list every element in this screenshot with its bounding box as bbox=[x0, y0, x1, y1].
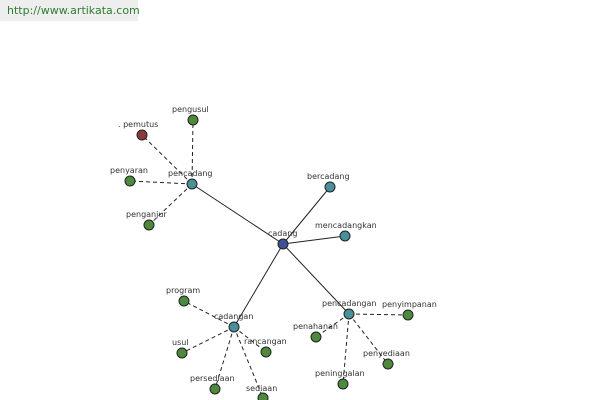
node-circle-peninggalan[interactable] bbox=[337, 378, 349, 390]
edge-cadang-cadangan bbox=[233, 243, 284, 328]
node-label-penganjur: penganjur bbox=[126, 210, 167, 219]
node-label-usul: usul bbox=[172, 338, 189, 347]
edge-cadang-mencadangkan bbox=[282, 235, 346, 245]
url-bar: http://www.artikata.com bbox=[0, 0, 140, 21]
node-penyediaan[interactable]: penyediaan bbox=[363, 349, 410, 370]
edge-pencadangan-penyimpanan bbox=[348, 313, 409, 316]
node-label-program: program bbox=[166, 286, 200, 295]
node-label-penyaran: penyaran bbox=[110, 166, 148, 175]
edge-cadangan-program bbox=[183, 300, 235, 328]
node-label-sediaan: sediaan bbox=[246, 384, 277, 393]
node-circle-penyimpanan[interactable] bbox=[402, 309, 414, 321]
node-circle-program[interactable] bbox=[178, 295, 190, 307]
node-circle-penganjur[interactable] bbox=[143, 219, 155, 231]
edge-pencadang-pengusul bbox=[191, 119, 194, 185]
node-label-mencadangkan: mencadangkan bbox=[315, 221, 377, 230]
edge-cadangan-sediaan bbox=[233, 326, 264, 399]
edge-cadang-pencadangan bbox=[282, 243, 350, 315]
edge-pencadang-pemutus bbox=[141, 134, 193, 185]
node-circle-penyediaan[interactable] bbox=[382, 358, 394, 370]
edges-layer bbox=[129, 119, 409, 399]
node-pencadang[interactable]: pencadang bbox=[168, 169, 213, 190]
node-circle-pemutus[interactable] bbox=[136, 129, 148, 141]
node-cadang[interactable]: cadang bbox=[268, 229, 297, 250]
node-label-rancangan: rancangan bbox=[244, 337, 287, 346]
edge-cadangan-persediaan bbox=[214, 326, 235, 390]
node-circle-pencadang[interactable] bbox=[186, 178, 198, 190]
node-circle-cadang[interactable] bbox=[277, 238, 289, 250]
node-label-cadangan: cadangan bbox=[214, 312, 253, 321]
node-circle-pengusul[interactable] bbox=[187, 114, 199, 126]
node-label-penyimpanan: penyimpanan bbox=[382, 300, 437, 309]
node-label-pengusul: pengusul bbox=[172, 105, 209, 114]
edge-cadangan-usul bbox=[181, 326, 235, 354]
node-label-pemutus: . pemutus bbox=[118, 120, 158, 129]
node-circle-usul[interactable] bbox=[176, 347, 188, 359]
node-circle-penahanan[interactable] bbox=[310, 331, 322, 343]
node-circle-pencadangan[interactable] bbox=[343, 308, 355, 320]
node-circle-rancangan[interactable] bbox=[260, 346, 272, 358]
node-rancangan[interactable]: rancangan bbox=[244, 337, 287, 358]
edge-pencadang-penganjur bbox=[148, 183, 193, 226]
node-label-peninggalan: peninggalan bbox=[315, 369, 365, 378]
edge-cadang-bercadang bbox=[282, 186, 331, 245]
node-circle-mencadangkan[interactable] bbox=[339, 230, 351, 242]
node-pengusul[interactable]: pengusul bbox=[172, 105, 209, 126]
node-label-cadang: cadang bbox=[268, 229, 297, 238]
node-circle-bercadang[interactable] bbox=[324, 181, 336, 193]
node-pemutus[interactable]: . pemutus bbox=[118, 120, 158, 141]
node-mencadangkan[interactable]: mencadangkan bbox=[315, 221, 377, 242]
node-circle-sediaan[interactable] bbox=[257, 392, 269, 400]
node-label-pencadangan: pencadangan bbox=[322, 299, 376, 308]
node-label-pencadang: pencadang bbox=[168, 169, 213, 178]
node-label-persediaan: persediaan bbox=[190, 374, 235, 383]
node-penyaran[interactable]: penyaran bbox=[110, 166, 148, 187]
edge-pencadang-penyaran bbox=[129, 180, 193, 185]
node-usul[interactable]: usul bbox=[172, 338, 189, 359]
node-peninggalan[interactable]: peninggalan bbox=[315, 369, 365, 390]
node-penyimpanan[interactable]: penyimpanan bbox=[382, 300, 437, 321]
node-circle-penyaran[interactable] bbox=[124, 175, 136, 187]
node-label-penyediaan: penyediaan bbox=[363, 349, 410, 358]
node-program[interactable]: program bbox=[166, 286, 200, 307]
node-circle-cadangan[interactable] bbox=[228, 321, 240, 333]
node-penganjur[interactable]: penganjur bbox=[126, 210, 167, 231]
node-label-penahanan: penahanan bbox=[293, 322, 338, 331]
node-bercadang[interactable]: bercadang bbox=[307, 172, 350, 193]
edge-cadang-pencadang bbox=[191, 183, 284, 245]
nodes-layer: cadang pencadang bercadang mencadangkan cada… bbox=[110, 105, 437, 400]
node-label-bercadang: bercadang bbox=[307, 172, 350, 181]
node-pencadangan[interactable]: pencadangan bbox=[322, 299, 376, 320]
node-sediaan[interactable]: sediaan bbox=[246, 384, 277, 400]
edge-pencadangan-peninggalan bbox=[342, 313, 350, 385]
node-penahanan[interactable]: penahanan bbox=[293, 322, 338, 343]
site-url-link[interactable]: http://www.artikata.com bbox=[7, 4, 140, 17]
node-circle-persediaan[interactable] bbox=[209, 383, 221, 395]
node-cadangan[interactable]: cadangan bbox=[214, 312, 253, 333]
edge-pencadangan-penyediaan bbox=[348, 313, 389, 365]
node-persediaan[interactable]: persediaan bbox=[190, 374, 235, 395]
